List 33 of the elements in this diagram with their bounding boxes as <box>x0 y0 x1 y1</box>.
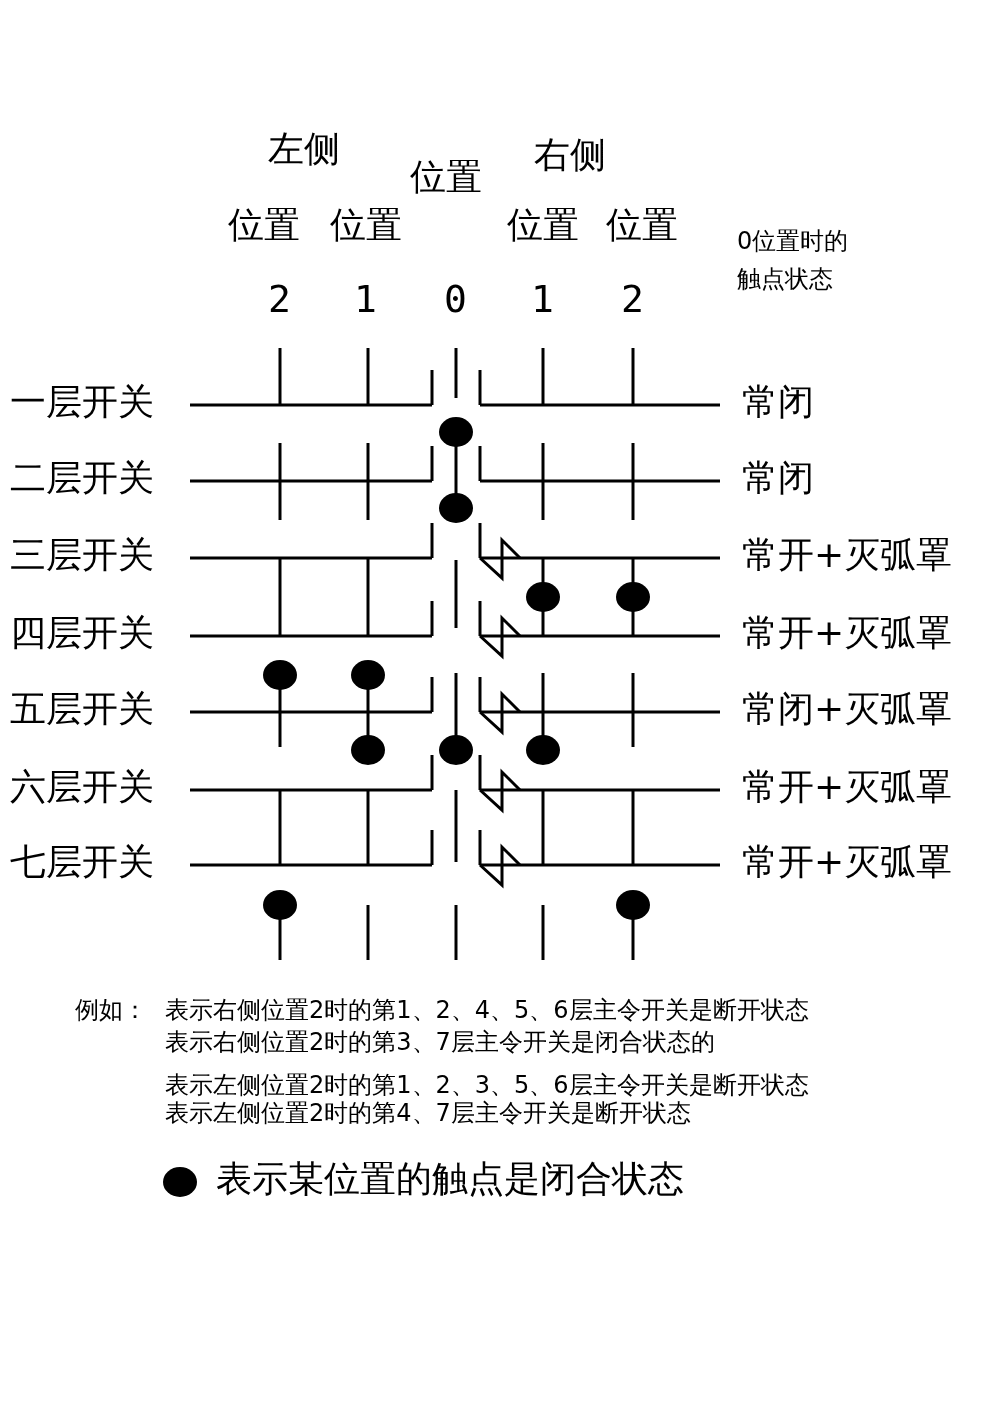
state-label: 常开+灭弧罩 <box>742 534 953 576</box>
note-text: 表示左侧位置2时的第4、7层主令开关是断开状态 <box>165 1100 691 1128</box>
header-text: 右侧 <box>534 134 606 176</box>
state-label: 常开+灭弧罩 <box>742 766 953 808</box>
note-text: 0位置时的触点状态 <box>737 226 850 296</box>
row-label: 一层开关 <box>10 381 154 423</box>
header-text: 位置 <box>410 156 482 198</box>
row-label: 三层开关 <box>10 534 154 576</box>
position-number: 2 <box>268 278 291 322</box>
state-label: 常闭+灭弧罩 <box>742 688 953 730</box>
row-label: 六层开关 <box>10 766 154 808</box>
header-text: 位置 <box>606 204 678 246</box>
position-number: 0 <box>444 278 467 322</box>
header-text: 位置 <box>507 204 579 246</box>
position-number: 1 <box>531 278 554 322</box>
position-number: 2 <box>621 278 644 322</box>
note-text: 表示左侧位置2时的第1、2、3、5、6层主令开关是断开状态 <box>165 1072 809 1100</box>
state-label: 常闭 <box>742 381 814 423</box>
note-text: 表示右侧位置2时的第1、2、4、5、6层主令开关是断开状态 <box>165 997 809 1025</box>
header-text: 位置 <box>330 204 402 246</box>
header-text: 位置 <box>228 204 300 246</box>
row-label: 五层开关 <box>10 688 154 730</box>
row-label: 四层开关 <box>10 612 154 654</box>
state-label: 常闭 <box>742 457 814 499</box>
state-label: 常开+灭弧罩 <box>742 841 953 883</box>
legend-text: 表示某位置的触点是闭合状态 <box>216 1158 684 1200</box>
row-label: 二层开关 <box>10 457 154 499</box>
state-label: 常开+灭弧罩 <box>742 612 953 654</box>
row-label: 七层开关 <box>10 841 154 883</box>
header-text: 左侧 <box>268 128 340 170</box>
note-text: 表示右侧位置2时的第3、7层主令开关是闭合状态的 <box>165 1029 715 1057</box>
note-text: 例如： <box>75 997 147 1025</box>
position-number: 1 <box>354 278 377 322</box>
